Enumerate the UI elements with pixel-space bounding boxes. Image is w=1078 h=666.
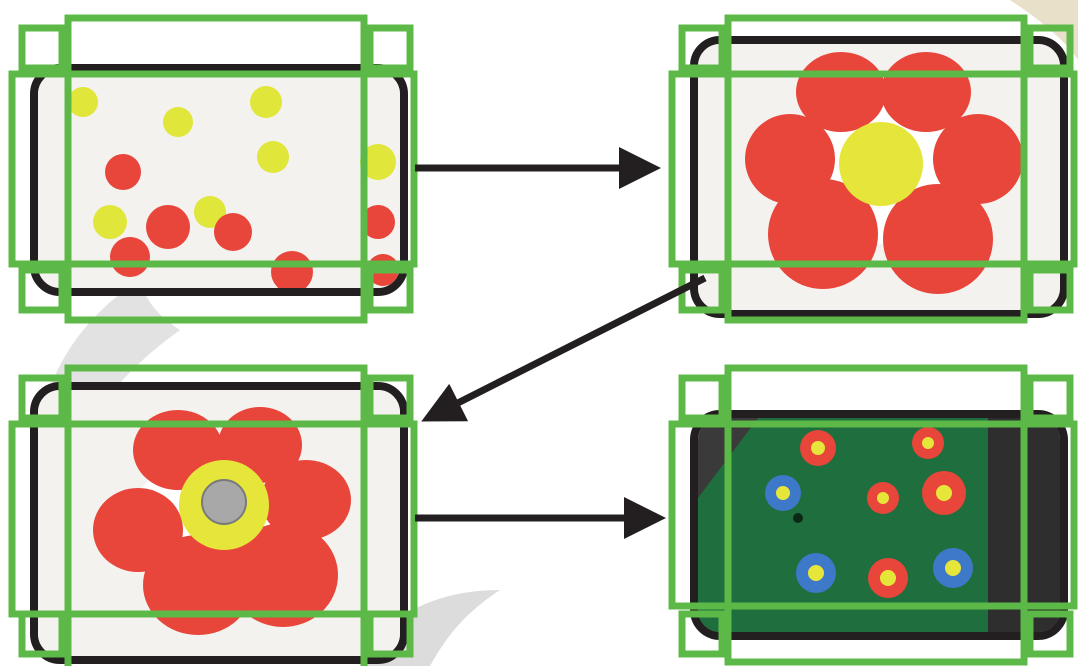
green-corner-frame	[8, 14, 418, 324]
flower-red	[868, 558, 908, 598]
green-corner-frame	[8, 364, 418, 666]
green-corner-frame	[668, 14, 1078, 324]
loose-clay-balls-photo	[38, 72, 400, 288]
flower-red	[867, 482, 899, 514]
flower-red	[912, 427, 944, 459]
flower-red	[800, 430, 836, 466]
photo-frame	[690, 410, 1068, 640]
flower-blue	[933, 548, 973, 588]
step-panel-2	[668, 14, 1078, 324]
leaf-decoration-icon	[34, 280, 180, 520]
step-panel-4	[668, 364, 1078, 666]
step-panel-3	[8, 364, 418, 666]
green-corner-frame	[668, 364, 1078, 666]
photo-frame	[30, 64, 408, 296]
step-panel-1	[8, 14, 418, 324]
flower-blue	[796, 553, 836, 593]
leaf-decoration-icon	[1010, 0, 1078, 60]
magnet-icon	[201, 479, 247, 525]
arrow-right-icon	[421, 274, 707, 422]
flower-red	[922, 471, 966, 515]
flower-blue	[765, 475, 801, 511]
flowers-on-board-photo	[698, 418, 1060, 632]
